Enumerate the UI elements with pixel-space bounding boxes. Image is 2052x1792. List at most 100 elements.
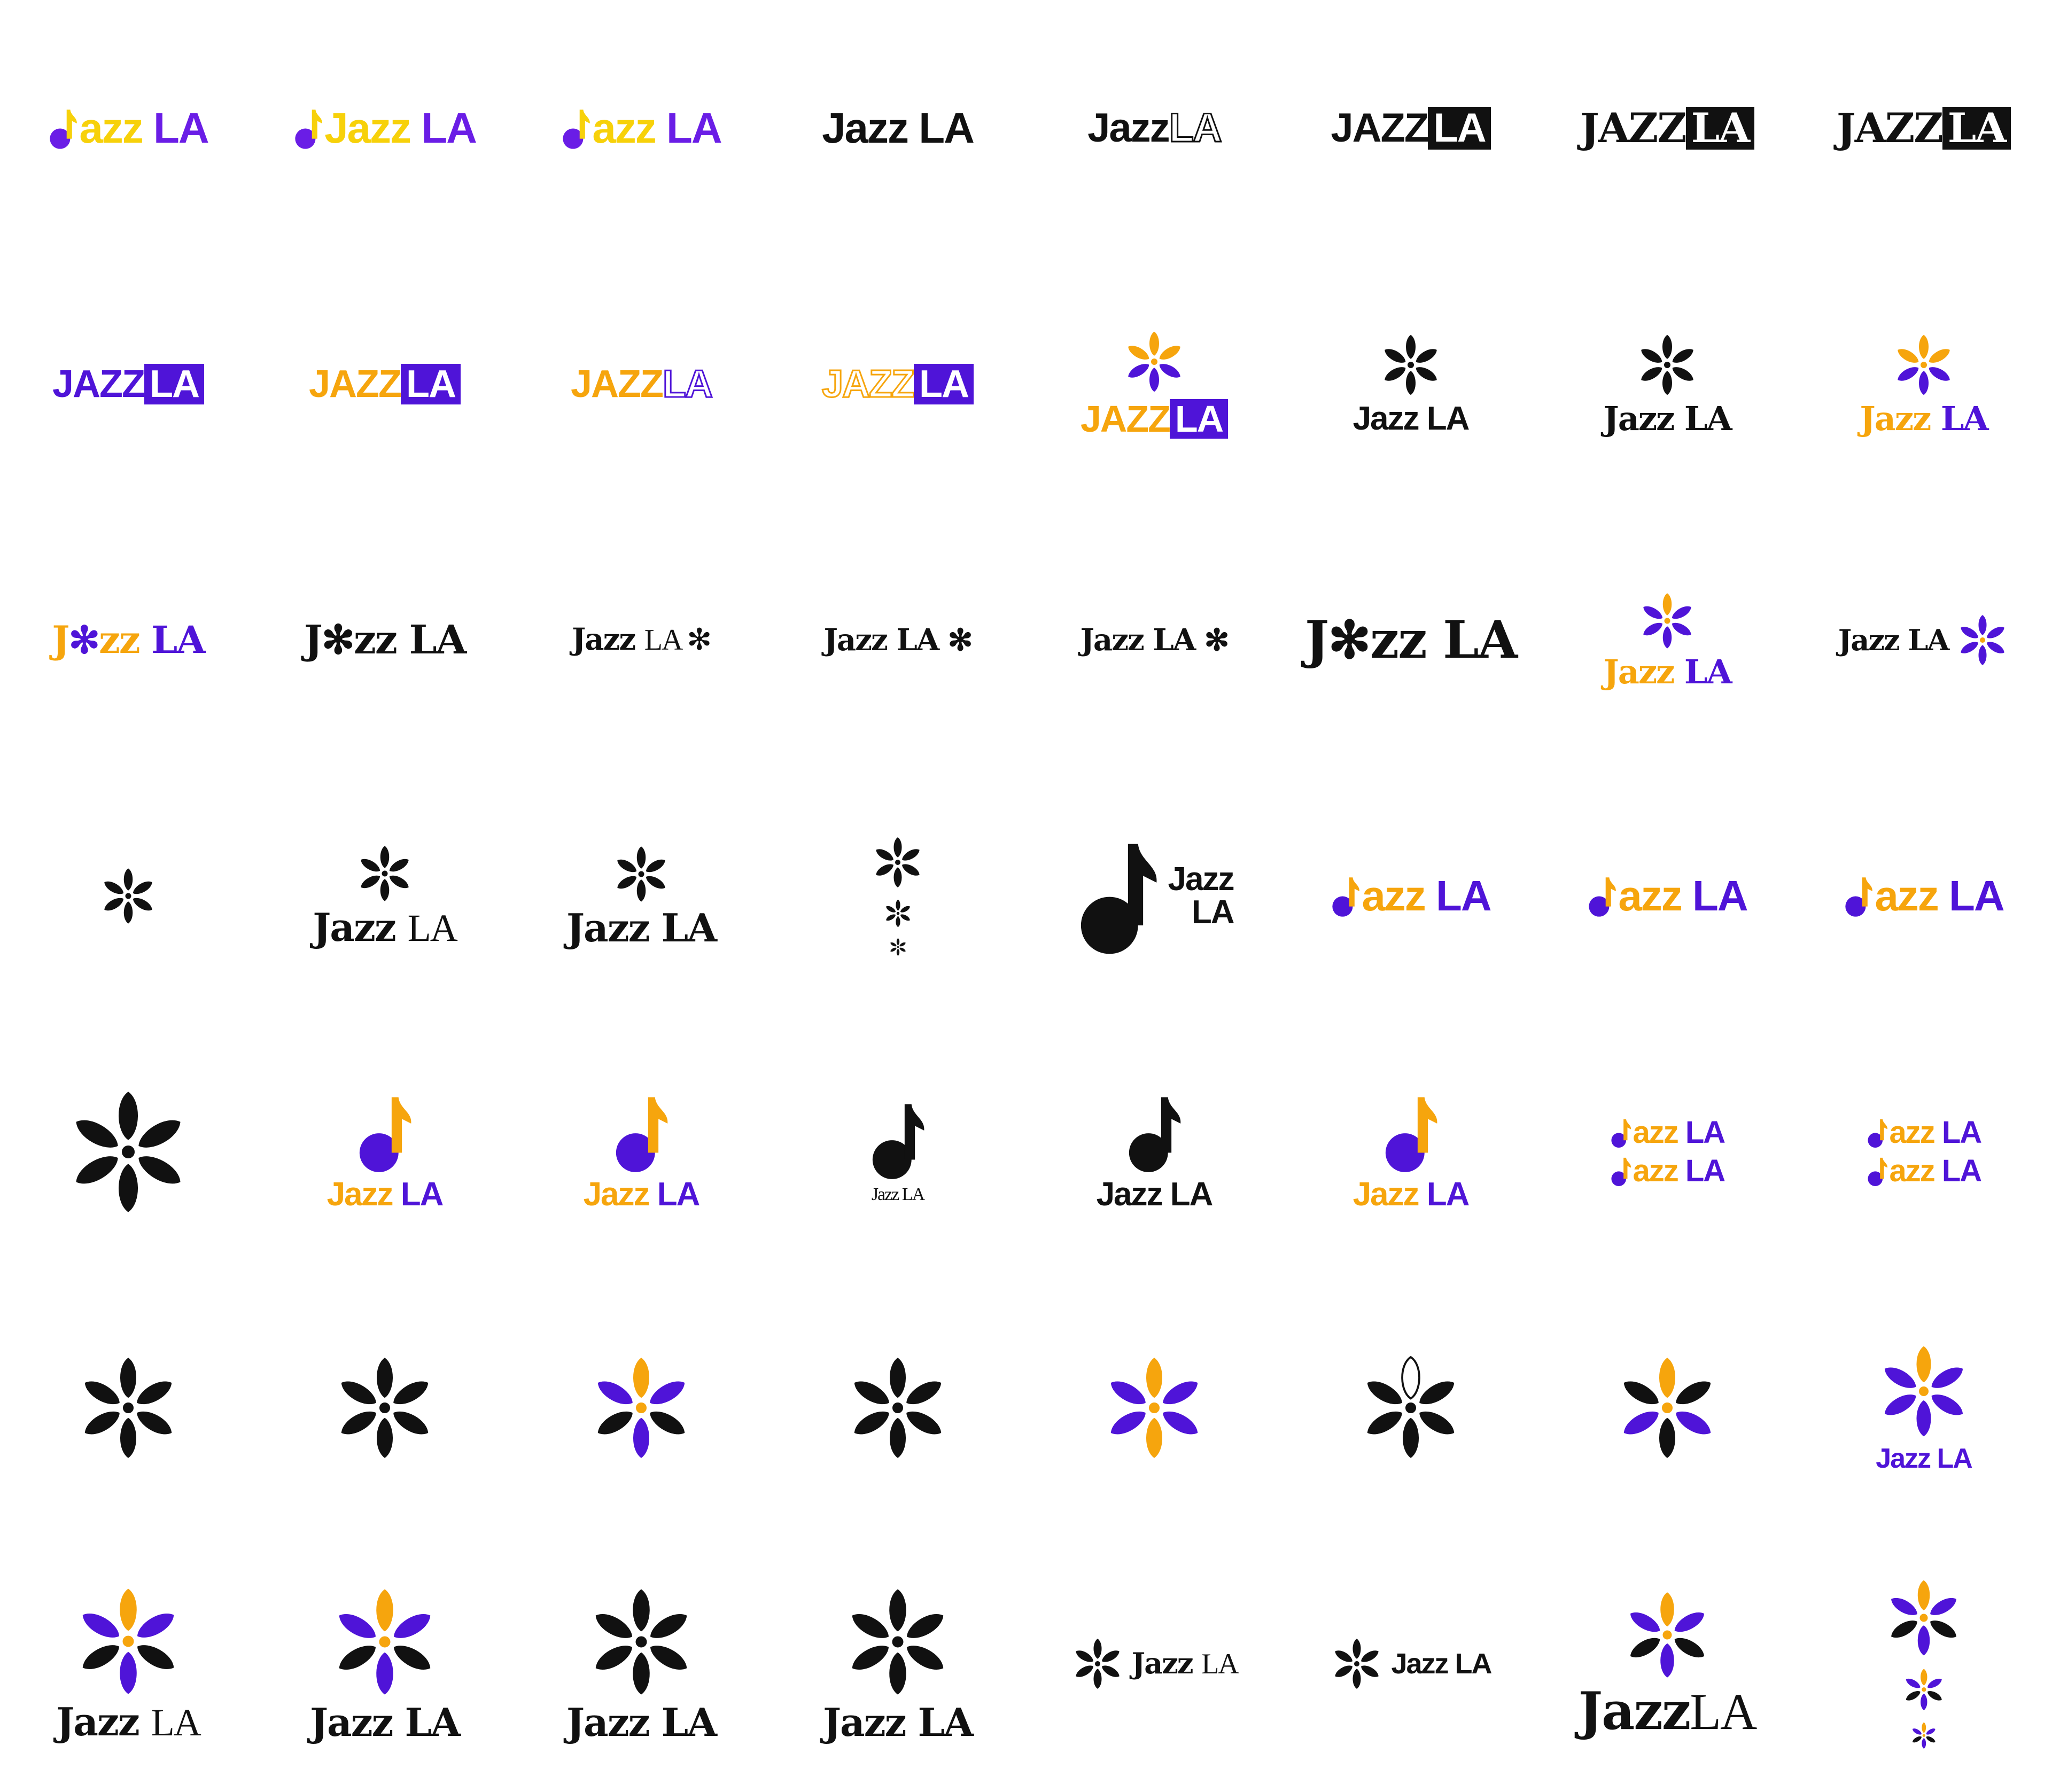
flower-petal [1920, 1693, 1927, 1711]
flower-petal [1661, 370, 1673, 396]
flower-petal [1162, 1410, 1199, 1435]
flower-icon [596, 1356, 686, 1459]
flower-petal [1145, 1356, 1163, 1399]
flower-center [1663, 361, 1672, 369]
wordmark-part: LA [151, 1701, 201, 1744]
flower-petal [893, 836, 903, 858]
wordmark-part: LA [1674, 652, 1732, 691]
logo-variant-32: azz LA [1796, 768, 2052, 1024]
note-head [1589, 896, 1610, 917]
logo-variant-24: Jazz LA [1796, 512, 2052, 768]
flower-petal [1671, 605, 1692, 619]
flower-petal [632, 1356, 650, 1399]
flower-petal [1978, 644, 1987, 666]
wordmark: Jazz LA [324, 104, 477, 152]
flower-petal [1159, 345, 1181, 360]
flower-icon [1075, 1638, 1120, 1689]
note-head [50, 128, 71, 149]
flower-center [894, 859, 901, 866]
flower-petal [888, 1650, 907, 1696]
flower-petal [81, 1612, 121, 1639]
wordmark-part: J [52, 617, 69, 662]
flower-icon [875, 836, 920, 888]
flower-petal [1384, 366, 1406, 381]
wordmark-part: azz [1618, 871, 1682, 920]
logo-variant-53: Jazz LA [1026, 1536, 1282, 1791]
lockup-row: Jazz LA [1071, 1637, 1239, 1690]
wordmark-part: azz [79, 104, 143, 152]
flower-petal [340, 1380, 377, 1405]
wordmark-part: Jazz [1353, 400, 1420, 437]
wordmark: Jazz LA [823, 1703, 974, 1742]
logo-variant-16: Jazz LA [1796, 256, 2052, 512]
logo-variant-52: Jazz LA [770, 1536, 1026, 1791]
flower-petal [1930, 1366, 1964, 1389]
flower-petal [1334, 1649, 1354, 1662]
flower-petal [1162, 1380, 1199, 1405]
logo-variant-46 [1282, 1280, 1539, 1536]
flower-icon [1905, 1668, 1942, 1711]
flower-petal [123, 867, 134, 891]
logo-variant-5: JazzLA [1026, 0, 1282, 256]
flower-petal [338, 1644, 377, 1671]
flower-petal [1905, 1678, 1921, 1689]
wordmark-part: JAZZ [571, 362, 664, 406]
flower-petal [896, 948, 899, 956]
flower-petal [899, 947, 906, 952]
note-head [1611, 1132, 1626, 1148]
lockup-row: Jazz LA [293, 104, 477, 152]
music-note-icon [1385, 1097, 1437, 1172]
wordmark-part: LA [139, 617, 206, 662]
wordmark-part: Jazz [1087, 105, 1170, 151]
wordmark-part: azz [1889, 1153, 1935, 1188]
wordmark-part: LA [410, 104, 477, 152]
flower-petal [137, 1118, 182, 1149]
wordmark-part: LA ✻ [644, 624, 712, 657]
wordmark-part: LA [1930, 399, 1989, 438]
wordmark: JazzLA [1579, 1686, 1758, 1738]
flower-center [1921, 1687, 1927, 1693]
flower-icon [1884, 1344, 1964, 1438]
lockup-row: azz LA [1867, 1117, 1982, 1148]
flower-petal [645, 875, 666, 889]
flower-petal [1925, 1736, 1936, 1743]
flower-icon [1109, 1356, 1199, 1459]
wordmark-part: JAZZ [1080, 398, 1171, 440]
flower-petal [360, 858, 381, 872]
flower-petal [360, 875, 381, 889]
wordmark: Jazz LA [566, 908, 717, 947]
wordmark: Jazz LA [822, 106, 975, 150]
flower-petal [895, 915, 900, 928]
flower-petal [1075, 1665, 1094, 1678]
flower-center [1664, 617, 1671, 625]
flower-petal [905, 1612, 945, 1639]
wordmark-part: Jazz LA [871, 1185, 925, 1204]
flower-icon [81, 1587, 175, 1695]
flower-icon [594, 1587, 688, 1696]
flower-petal [1929, 1619, 1957, 1639]
flower-petal [890, 942, 897, 947]
flower-center [1094, 1660, 1101, 1667]
note-head [359, 1133, 399, 1172]
flower-petal [596, 1380, 634, 1405]
flower-petal [632, 1416, 650, 1459]
lockup-row: azz LA [1331, 874, 1492, 917]
flower-petal [905, 1644, 945, 1671]
logo-variant-34: Jazz LA [256, 1024, 513, 1280]
wordmark-part: azz [1875, 871, 1939, 920]
flower-petal [81, 1644, 121, 1670]
flower-icon [1334, 1638, 1380, 1689]
wordmark: Jazz LA [1860, 399, 1989, 438]
wordmark: azz LA [1633, 1117, 1725, 1148]
flower-petal [1918, 370, 1930, 396]
wordmark-part: Jazz LA ✻ [1080, 622, 1229, 658]
flower-icon [1960, 614, 2005, 666]
wordmark: azz LA [592, 106, 722, 150]
flower-petal [117, 1090, 139, 1141]
flower-icon [1384, 333, 1437, 396]
flower-petal [1926, 1690, 1942, 1701]
